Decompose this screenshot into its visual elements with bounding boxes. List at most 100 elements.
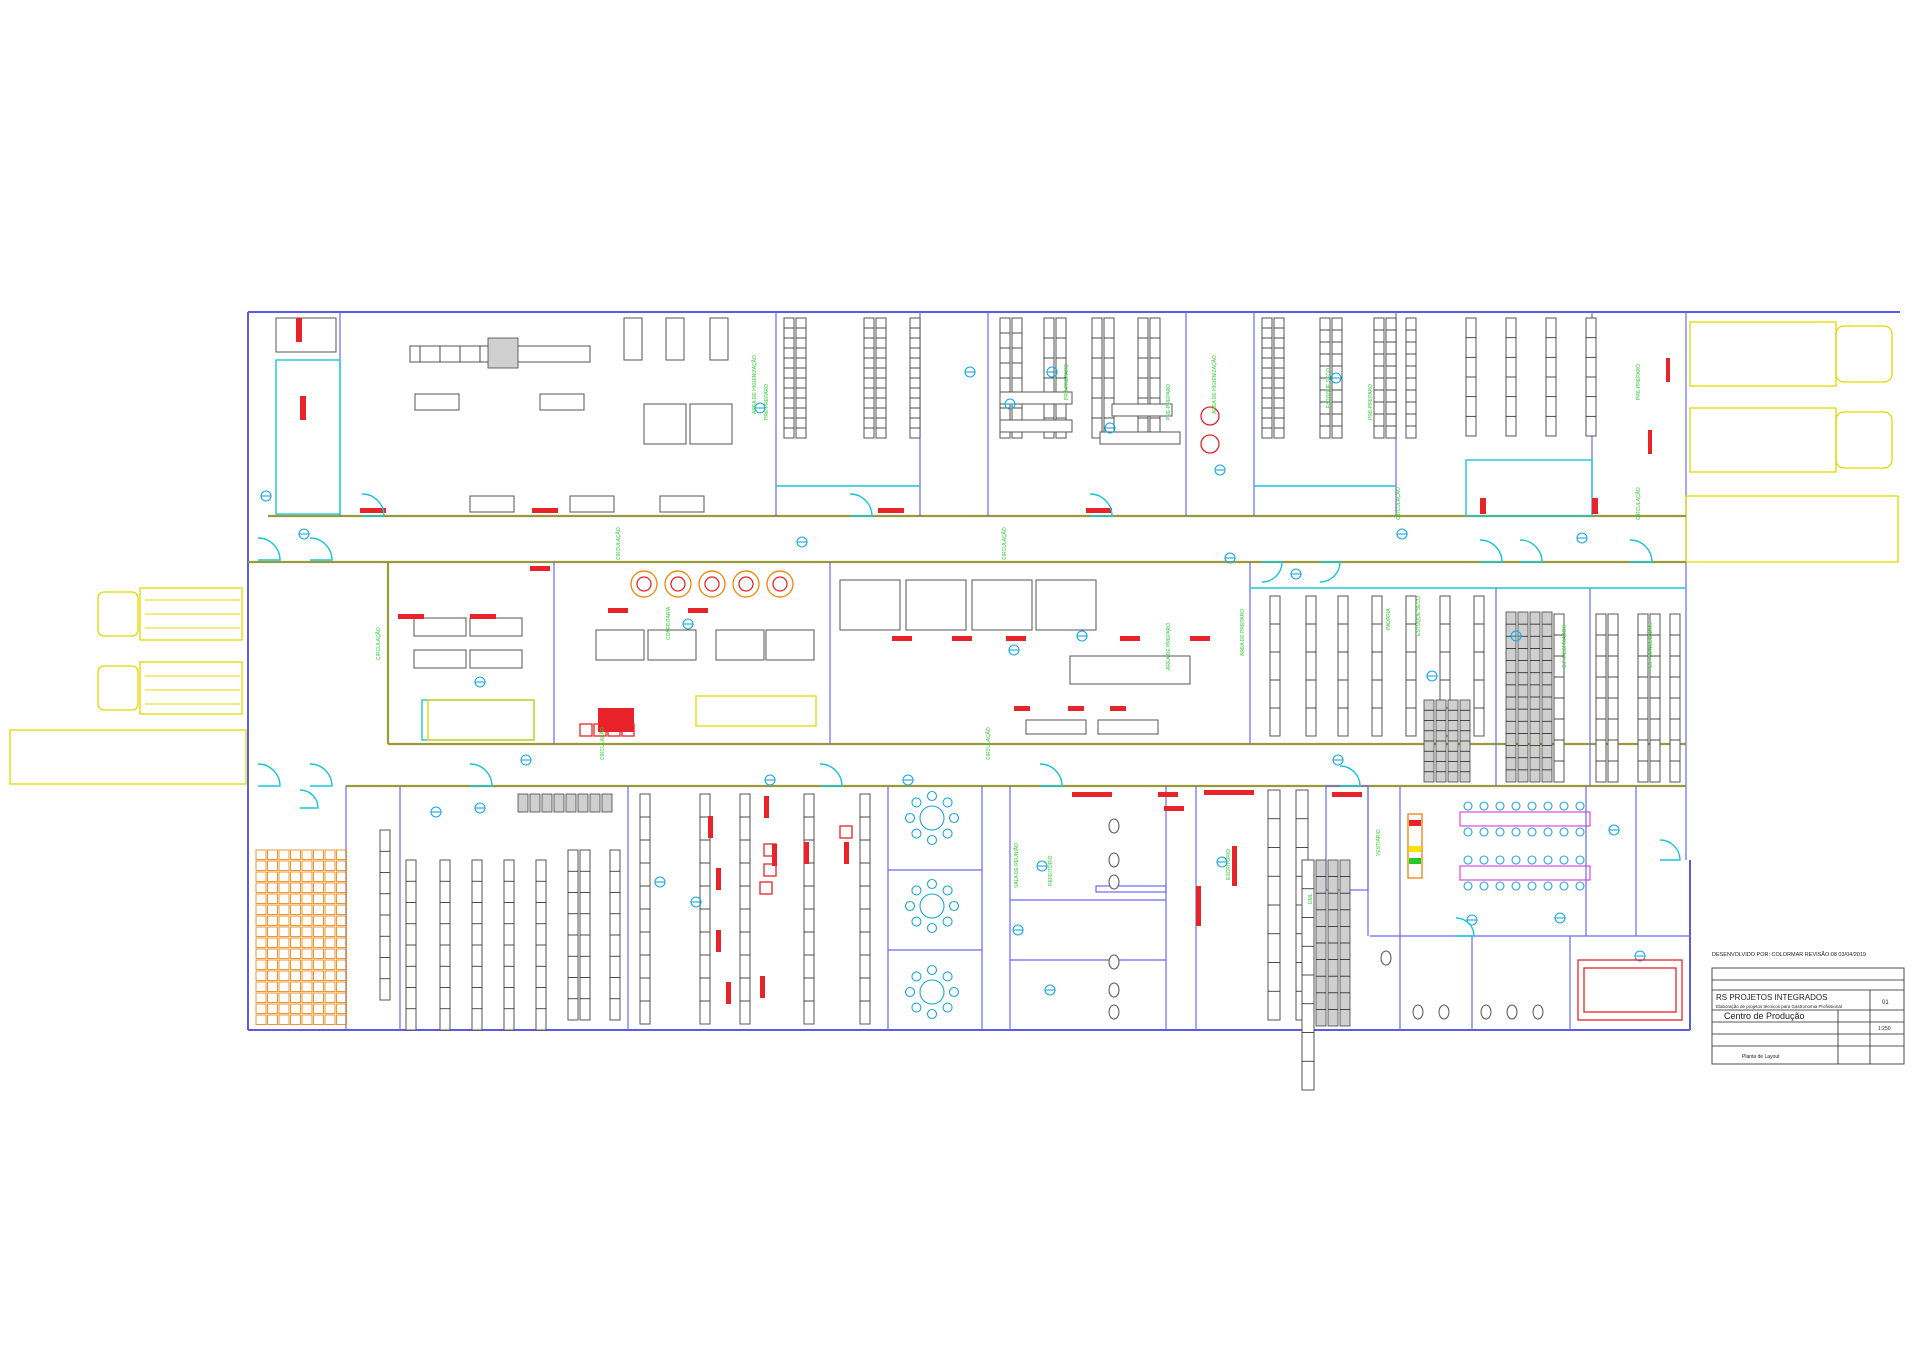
pallet — [324, 849, 336, 860]
worktable — [1035, 579, 1097, 631]
pallet — [267, 1003, 278, 1014]
door-arc — [309, 537, 333, 561]
power-marker — [804, 842, 809, 864]
round-table — [919, 893, 945, 919]
pallet — [301, 871, 313, 882]
dining-chair — [1463, 881, 1473, 891]
worktable — [1099, 431, 1181, 445]
pallet — [255, 926, 267, 937]
chair — [911, 971, 922, 982]
chair — [911, 1002, 922, 1013]
pallet — [336, 981, 347, 992]
rack-frame — [1305, 595, 1317, 737]
oven-inner — [772, 576, 788, 592]
oven-circle — [732, 570, 760, 598]
door-arc — [1089, 493, 1113, 517]
pallet — [336, 926, 347, 937]
pallet — [336, 1014, 347, 1025]
door-arc — [849, 493, 873, 517]
chair — [942, 971, 953, 982]
pallet — [313, 915, 324, 926]
room-label: CIRCULAÇÃO — [615, 527, 622, 560]
round-table — [919, 805, 945, 831]
chair — [911, 797, 922, 808]
dining-chair — [1463, 801, 1473, 811]
pallet — [267, 915, 278, 926]
pallet — [290, 904, 301, 915]
dining-chair — [1527, 881, 1537, 891]
door-arc — [1629, 539, 1653, 563]
toilets — [1108, 818, 1544, 1020]
chair — [942, 797, 953, 808]
pallet — [324, 1003, 336, 1014]
rack-frame — [1337, 595, 1349, 737]
pallet — [313, 981, 324, 992]
pallet — [301, 915, 313, 926]
door-arc — [1479, 539, 1503, 563]
pallet — [336, 948, 347, 959]
chair — [948, 900, 960, 912]
worktable — [469, 649, 523, 669]
pallet — [255, 1014, 267, 1025]
pallet — [267, 926, 278, 937]
pallet — [290, 959, 301, 970]
pallet — [324, 992, 336, 1003]
oven-circle — [630, 570, 658, 598]
power-marker — [688, 608, 708, 613]
dining-table — [1459, 811, 1591, 827]
pallet — [290, 1003, 301, 1014]
pallet — [278, 1003, 290, 1014]
chair — [926, 878, 938, 890]
cooktop — [839, 825, 853, 839]
room-label: DML — [1308, 893, 1314, 904]
pallet — [278, 948, 290, 959]
cooktop — [579, 723, 593, 737]
title-block-header-note: DESENVOLVIDO POR: COLORMAR REVISÃO:08 03… — [1712, 951, 1866, 958]
yellow-bench — [427, 699, 535, 741]
pallet — [324, 948, 336, 959]
toilet — [1108, 982, 1120, 998]
power-marker — [1204, 790, 1254, 795]
pallet — [301, 992, 313, 1003]
rack-frame — [1371, 595, 1383, 737]
dining-chair — [1559, 801, 1569, 811]
pallet — [267, 959, 278, 970]
pallet — [267, 1014, 278, 1025]
pallet — [278, 937, 290, 948]
room-label: CIRCULAÇÃO — [375, 627, 382, 660]
dining-table — [1459, 865, 1591, 881]
pallet — [267, 970, 278, 981]
power-marker — [470, 614, 496, 619]
pallet — [313, 959, 324, 970]
door-arc — [819, 763, 843, 787]
dining-chair — [1479, 801, 1489, 811]
dining-chair — [1479, 855, 1489, 865]
pallet — [313, 849, 324, 860]
room-label: PRÉ-PREPARO — [763, 384, 770, 420]
power-marker — [708, 816, 713, 838]
door-arc — [469, 763, 493, 787]
toilet — [1108, 852, 1120, 868]
door-arc — [1339, 765, 1361, 787]
pallet — [255, 970, 267, 981]
pallet — [255, 860, 267, 871]
pallet — [301, 904, 313, 915]
room-label: PADARIA — [1386, 608, 1392, 630]
chair — [942, 916, 953, 927]
pallet — [278, 915, 290, 926]
door-arc — [1319, 561, 1341, 583]
dining-chair — [1559, 881, 1569, 891]
pallet — [301, 1003, 313, 1014]
pallet — [278, 860, 290, 871]
pallet — [301, 959, 313, 970]
worktable — [999, 419, 1073, 433]
pallet — [267, 893, 278, 904]
dining-tables — [1459, 801, 1591, 891]
pallet — [313, 948, 324, 959]
title-block-firm: RS PROJETOS INTEGRADOS — [1716, 993, 1827, 1002]
chair — [942, 1002, 953, 1013]
yellow-bench — [695, 695, 817, 727]
room-label: ÁREA DE HIGIENIZAÇÃO — [751, 355, 758, 414]
chair — [904, 986, 916, 998]
dining-chair — [1495, 801, 1505, 811]
